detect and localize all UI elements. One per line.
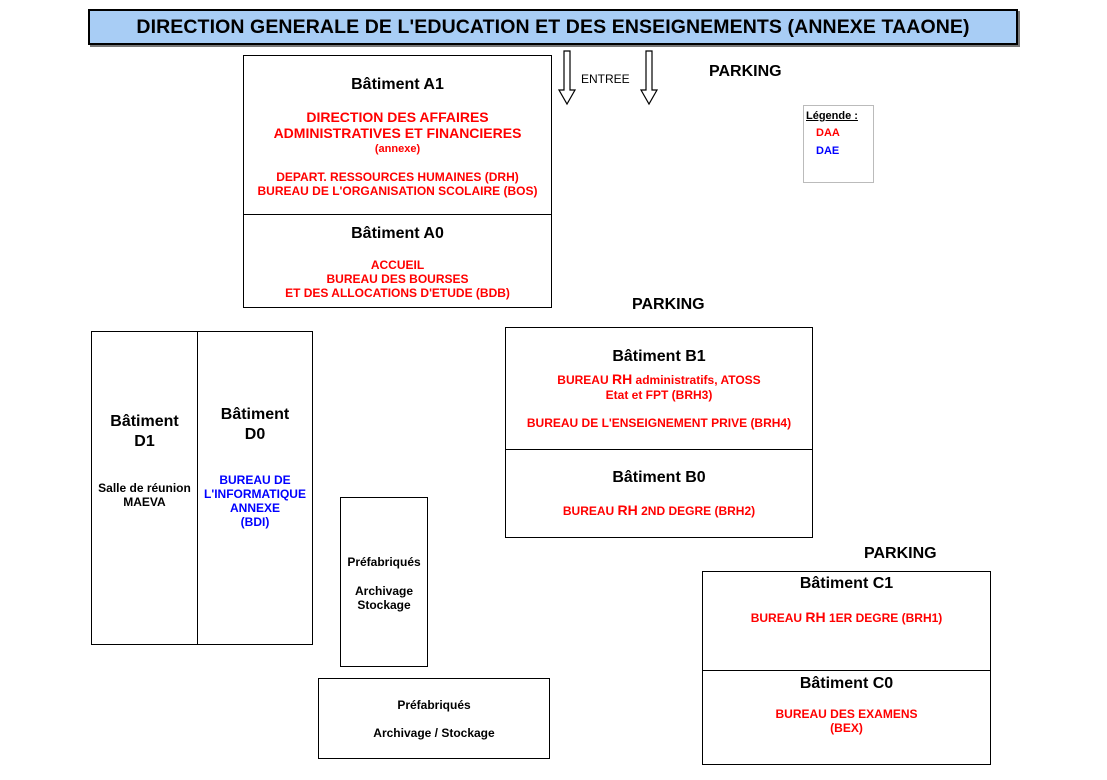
building-a1-daf: DIRECTION DES AFFAIRES ADMINISTRATIVES E… [244, 109, 551, 141]
building-a1-line: (annexe) [374, 143, 421, 155]
entrance-arrow-right-icon [639, 50, 659, 106]
building-b0-line-b: RH [617, 502, 638, 518]
building-c1-name: Bâtiment C1 [799, 575, 894, 592]
legend: Légende : DAA DAE [803, 105, 874, 183]
building-d0-services: BUREAU DE L'INFORMATIQUE ANNEXE (BDI) [198, 473, 312, 529]
entrance-label: ENTREE [581, 72, 630, 86]
building-b1-line1-a: BUREAU [557, 373, 612, 387]
building-a0: Bâtiment A0 ACCUEIL BUREAU DES BOURSES E… [243, 214, 552, 308]
building-b1-line1-b: RH [611, 371, 633, 387]
building-b1-line2: Etat et FPT (BRH3) [605, 388, 713, 402]
building-b1-line1-c: administratifs, ATOSS [632, 373, 761, 387]
building-a1-line: DEPART. RESSOURCES HUMAINES (DRH) [276, 170, 519, 184]
building-b0-name: Bâtiment B0 [612, 469, 706, 486]
building-a1-line: BUREAU DE L'ORGANISATION SCOLAIRE (BOS) [257, 184, 538, 198]
building-d0-line: BUREAU DE [219, 473, 291, 487]
building-d0-line: ANNEXE [229, 501, 280, 515]
parking-label-middle: PARKING [632, 296, 705, 313]
building-b0-line: BUREAU RH 2ND DEGRE (BRH2) [506, 502, 812, 518]
building-d1-name-line2: D1 [134, 433, 155, 450]
building-a0-line: ACCUEIL [370, 258, 425, 272]
building-a1-line: ADMINISTRATIVES ET FINANCIERES [273, 125, 522, 141]
building-d1-line: MAEVA [123, 495, 166, 509]
building-c1-line: BUREAU RH 1ER DEGRE (BRH1) [703, 609, 990, 625]
building-d1: Bâtiment D1 Salle de réunion MAEVA [91, 331, 198, 645]
building-b1-name: Bâtiment B1 [612, 348, 706, 365]
prefab-2-label: Préfabriqués [397, 698, 471, 712]
page-title: DIRECTION GENERALE DE L'EDUCATION ET DES… [88, 9, 1018, 45]
building-a1-line: DIRECTION DES AFFAIRES [306, 109, 489, 125]
building-a1-name: Bâtiment A1 [351, 76, 444, 93]
parking-label-top: PARKING [709, 63, 782, 80]
building-c1-line-c: 1ER DEGRE (BRH1) [825, 611, 943, 625]
legend-item-dae: DAE [816, 145, 840, 157]
building-b1: Bâtiment B1 BUREAU RH administratifs, AT… [505, 327, 813, 451]
building-d0-line: (BDI) [240, 515, 270, 529]
building-a1-services: DEPART. RESSOURCES HUMAINES (DRH) BUREAU… [244, 170, 551, 198]
building-d1-services: Salle de réunion MAEVA [92, 481, 197, 509]
building-c0-line: (BEX) [830, 721, 863, 735]
building-c0: Bâtiment C0 BUREAU DES EXAMENS (BEX) [702, 670, 991, 765]
prefab-1-details: Archivage Stockage [341, 584, 427, 612]
building-d1-name: Bâtiment D1 [92, 412, 197, 452]
parking-label-bottom: PARKING [864, 545, 937, 562]
building-d0-line: L'INFORMATIQUE [204, 487, 306, 501]
building-a0-name: Bâtiment A0 [351, 225, 444, 242]
building-c0-services: BUREAU DES EXAMENS (BEX) [703, 707, 990, 735]
prefab-1-line: Archivage [354, 584, 414, 598]
building-d0-name: Bâtiment D0 [198, 405, 312, 445]
prefab-2-details: Archivage / Stockage [373, 726, 495, 740]
building-d0-name-line2: D0 [244, 426, 266, 443]
building-c1: Bâtiment C1 BUREAU RH 1ER DEGRE (BRH1) [702, 571, 991, 672]
entrance-arrows [558, 50, 659, 106]
building-b1-line1: BUREAU RH administratifs, ATOSS [506, 372, 812, 388]
prefab-building-1: Préfabriqués Archivage Stockage [340, 497, 428, 667]
building-a0-services: ACCUEIL BUREAU DES BOURSES ET DES ALLOCA… [244, 258, 551, 300]
building-d0-name-line1: Bâtiment [220, 406, 290, 423]
building-a0-line: BUREAU DES BOURSES [326, 272, 469, 286]
building-b1-line3: BUREAU DE L'ENSEIGNEMENT PRIVE (BRH4) [526, 416, 792, 430]
building-a0-line: ET DES ALLOCATIONS D'ETUDE (BDB) [285, 286, 510, 300]
prefab-building-2: Préfabriqués Archivage / Stockage [318, 678, 550, 759]
prefab-1-label: Préfabriqués [347, 555, 421, 569]
prefab-1-line: Stockage [357, 598, 411, 612]
building-b0-line-c: 2ND DEGRE (BRH2) [637, 504, 756, 518]
building-c1-line-a: BUREAU [750, 611, 806, 625]
building-c0-name: Bâtiment C0 [799, 675, 894, 692]
legend-item-daa: DAA [816, 127, 840, 139]
building-c1-line-b: RH [805, 609, 826, 625]
building-b0-line-a: BUREAU [562, 504, 618, 518]
legend-title: Légende : [806, 110, 858, 122]
building-d0: Bâtiment D0 BUREAU DE L'INFORMATIQUE ANN… [197, 331, 313, 645]
building-d1-line: Salle de réunion [98, 481, 191, 495]
building-a1: Bâtiment A1 DIRECTION DES AFFAIRES ADMIN… [243, 55, 552, 216]
building-c0-line: BUREAU DES EXAMENS [775, 707, 918, 721]
building-d1-name-line1: Bâtiment [110, 413, 179, 430]
building-b0: Bâtiment B0 BUREAU RH 2ND DEGRE (BRH2) [505, 449, 813, 538]
entrance-arrow-left-icon [558, 50, 577, 106]
